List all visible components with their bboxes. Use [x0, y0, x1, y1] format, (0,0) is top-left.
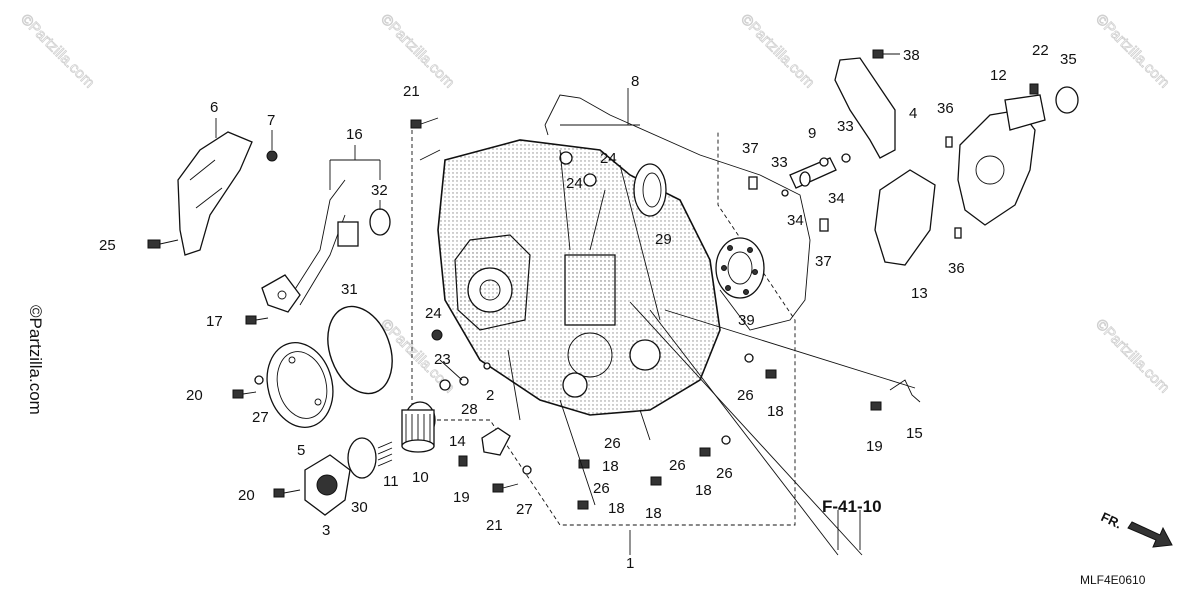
callout-33: 33: [837, 118, 854, 135]
callout-6: 6: [210, 99, 218, 116]
callout-1: 1: [626, 555, 634, 572]
callout-34: 34: [787, 212, 804, 229]
callout-8: 8: [631, 73, 639, 90]
dowel-pin: [819, 218, 829, 232]
callout-33: 33: [771, 154, 788, 171]
callout-15: 15: [906, 425, 923, 442]
dowel-pin: [748, 176, 758, 190]
callout-19: 19: [453, 489, 470, 506]
front-direction-arrow: FR.: [1099, 509, 1173, 548]
side-cover: [177, 131, 253, 256]
seal: [1055, 86, 1079, 114]
callout-18: 18: [645, 505, 662, 522]
callout-7: 7: [267, 112, 275, 129]
callout-12: 12: [990, 67, 1007, 84]
callout-28: 28: [461, 401, 478, 418]
dowel-pin: [945, 136, 953, 148]
callout-30: 30: [351, 499, 368, 516]
callout-22: 22: [1032, 42, 1049, 59]
watermark: ©Partzilla.com: [737, 11, 818, 92]
callout-31: 31: [341, 281, 358, 298]
callout-18: 18: [608, 500, 625, 517]
dowel-pin: [954, 227, 962, 239]
callout-24: 24: [600, 150, 617, 167]
bolts: [147, 49, 1039, 510]
oil-filter: [401, 401, 436, 453]
callout-26: 26: [716, 465, 733, 482]
callout-9: 9: [808, 125, 816, 142]
callout-27: 27: [252, 409, 269, 426]
gasket: [544, 94, 811, 331]
pump-cover: [304, 454, 351, 516]
callout-10: 10: [412, 469, 429, 486]
callout-25: 25: [99, 237, 116, 254]
callout-29: 29: [655, 231, 672, 248]
callout-36: 36: [937, 100, 954, 117]
callout-13: 13: [911, 285, 928, 302]
callout-2: 2: [486, 387, 494, 404]
oil-seal: [633, 163, 667, 217]
o-ring: [369, 208, 391, 236]
sensor-harness: [261, 179, 359, 313]
callout-36: 36: [948, 260, 965, 277]
callout-20: 20: [238, 487, 255, 504]
watermark: ©Partzilla.com: [1092, 316, 1173, 397]
clip: [889, 379, 921, 403]
pipe-collar: [789, 157, 837, 189]
callout-3: 3: [322, 522, 330, 539]
callout-26: 26: [737, 387, 754, 404]
spring: [377, 441, 393, 467]
callout-18: 18: [767, 403, 784, 420]
callout-34: 34: [828, 190, 845, 207]
callout-5: 5: [297, 442, 305, 459]
callout-19: 19: [866, 438, 883, 455]
callout-14: 14: [449, 433, 466, 450]
large-o-ring: [327, 305, 393, 395]
leader-lines: [215, 88, 916, 556]
water-pump: [957, 94, 1046, 226]
callout-11: 11: [383, 473, 399, 490]
stay: [481, 427, 511, 456]
callout-38: 38: [903, 47, 920, 64]
callout-21: 21: [403, 83, 420, 100]
callout-27: 27: [516, 501, 533, 518]
callout-18: 18: [695, 482, 712, 499]
pump-gasket: [874, 169, 936, 266]
callout-4: 4: [909, 105, 917, 122]
callout-23: 23: [434, 351, 451, 368]
bracket-plate: [834, 57, 896, 159]
callout-26: 26: [593, 480, 610, 497]
callout-26: 26: [604, 435, 621, 452]
callout-17: 17: [206, 313, 223, 330]
callout-35: 35: [1060, 51, 1077, 68]
bearing: [715, 237, 765, 299]
callout-37: 37: [742, 140, 759, 157]
watermark: ©Partzilla.com: [17, 11, 98, 92]
watermark-vertical: ©Partzilla.com: [26, 305, 45, 415]
callout-24: 24: [425, 305, 442, 322]
callout-26: 26: [669, 457, 686, 474]
reference-label: F-41-10: [822, 497, 882, 516]
callouts: 1 2 3 4 5 6 7 8 9 10 11 12 13 14 15 16 1…: [99, 42, 1077, 572]
callout-18: 18: [602, 458, 619, 475]
callout-37: 37: [815, 253, 832, 270]
o-ring: [347, 437, 377, 479]
callout-39: 39: [738, 312, 755, 329]
callout-21: 21: [486, 517, 503, 534]
watermark: ©Partzilla.com: [1092, 11, 1173, 92]
front-indicator: FR.: [1099, 509, 1124, 531]
oil-filter-cover: [266, 341, 334, 429]
callout-24: 24: [566, 175, 583, 192]
watermark: ©Partzilla.com: [377, 11, 458, 92]
callout-32: 32: [371, 182, 388, 199]
diagram-code: MLF4E0610: [1080, 573, 1146, 587]
callout-20: 20: [186, 387, 203, 404]
callout-16: 16: [346, 126, 363, 143]
